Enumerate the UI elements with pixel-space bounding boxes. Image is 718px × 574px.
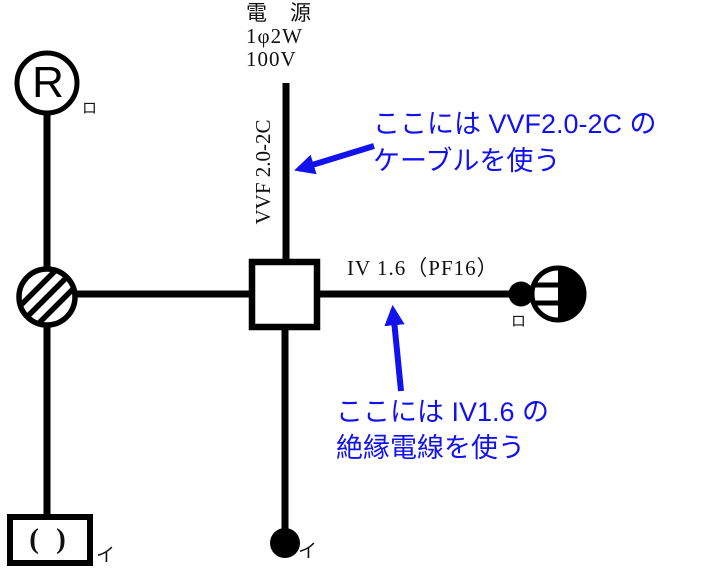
- power-source-label: 電 源 1φ2W 100V: [246, 2, 312, 71]
- lamp-receptacle-letter: R: [32, 58, 64, 107]
- iv-note-line1: ここには IV1.6 の: [336, 397, 550, 427]
- ceiling-light-circuit-label: イ: [96, 545, 116, 566]
- outlet-symbol: [529, 265, 587, 323]
- vvf-note-line2: ケーブルを使う: [373, 146, 561, 176]
- lamp-receptacle-symbol: [14, 50, 80, 116]
- vvf-note-line1: ここには VVF2.0-2C の: [373, 109, 657, 139]
- vvf-note-arrow: [294, 143, 375, 175]
- joint-box-symbol: [16, 266, 78, 328]
- vvf-note: ここには VVF2.0-2C の ケーブルを使う: [373, 106, 657, 180]
- lamp-receptacle-circuit-label: ロ: [82, 101, 98, 117]
- ceiling-light-symbol: [7, 514, 93, 566]
- iv-note-line2: 絶縁電線を使う: [336, 433, 525, 463]
- bottom-switch-symbol: [270, 528, 300, 558]
- power-source-title: 電 源: [246, 1, 312, 25]
- ceiling-light-parens: ( ): [29, 523, 71, 555]
- iv-note-arrow: [384, 304, 405, 392]
- power-source-voltage: 100V: [246, 47, 297, 71]
- right-switch-circuit-label: ロ: [511, 314, 527, 330]
- outlet-box-symbol: [248, 258, 321, 331]
- right-switch-symbol: [508, 281, 534, 307]
- vvf-cable-label: VVF 2.0-2C: [251, 119, 275, 225]
- iv-note: ここには IV1.6 の 絶縁電線を使う: [336, 394, 549, 466]
- bottom-switch-circuit-label: イ: [298, 541, 318, 562]
- iv-wire-label: IV 1.6（PF16）: [347, 256, 499, 280]
- power-source-phase: 1φ2W: [246, 24, 303, 48]
